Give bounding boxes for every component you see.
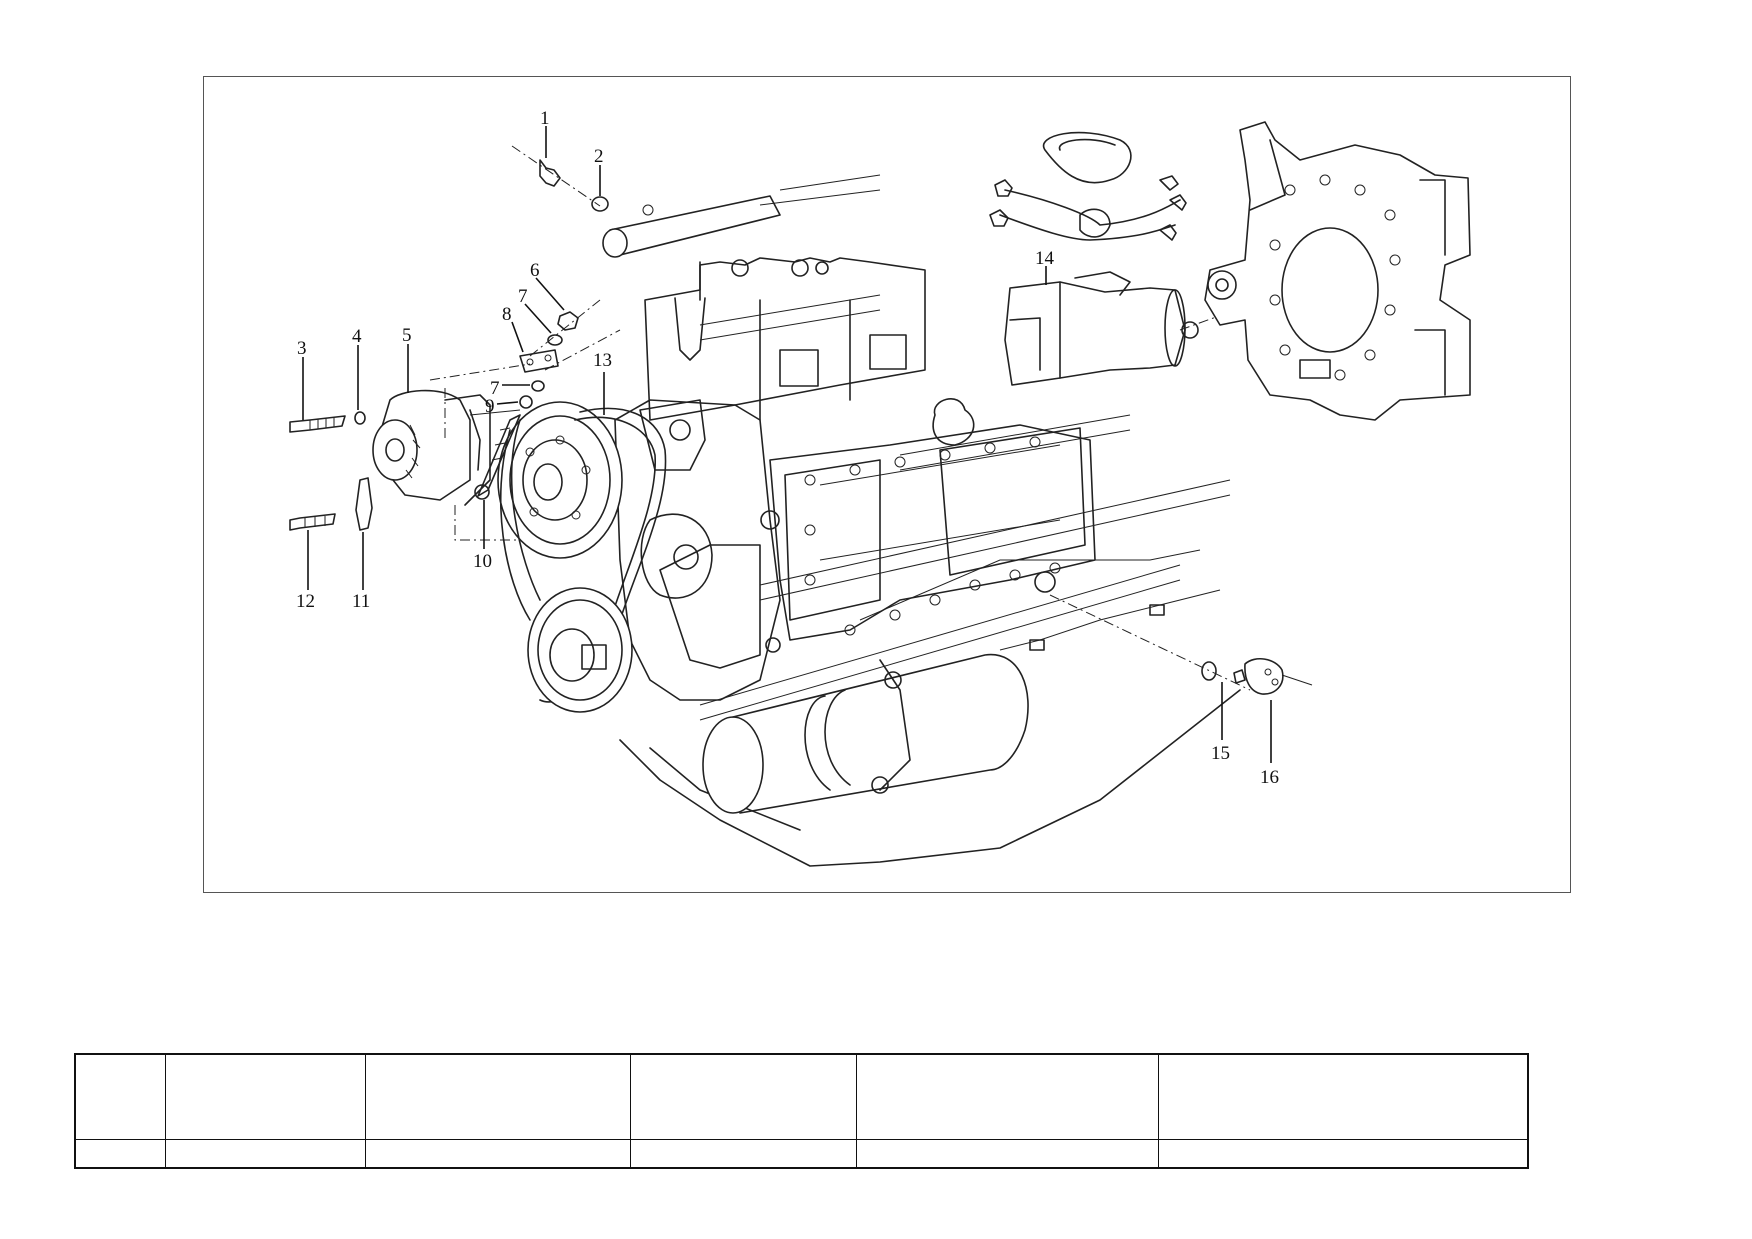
table-header-cell	[164, 1053, 366, 1140]
table-row	[74, 1139, 1529, 1169]
callout-1: 1	[540, 108, 550, 129]
oil-filter	[702, 653, 1029, 814]
callout-4: 4	[352, 326, 362, 347]
callout-11: 11	[352, 591, 370, 612]
callout-8: 8	[502, 304, 512, 325]
table-cell	[629, 1139, 857, 1169]
starter-motor	[989, 131, 1231, 386]
diagram-frame	[203, 76, 1571, 893]
table-header-cell	[364, 1053, 631, 1140]
callout-14: 14	[1035, 248, 1055, 269]
flywheel-housing	[1204, 121, 1471, 421]
callout-10: 10	[473, 551, 492, 572]
leader-lines	[302, 126, 1272, 763]
table-header-cell	[855, 1053, 1159, 1140]
table-cell	[855, 1139, 1159, 1169]
callout-3: 3	[297, 338, 307, 359]
wiring-harness	[859, 549, 1221, 651]
alternator-assembly	[289, 299, 621, 541]
callout-7-upper: 7	[518, 286, 528, 307]
pulley-belt-assembly	[497, 399, 713, 713]
callout-15: 15	[1211, 743, 1230, 764]
callout-16: 16	[1260, 767, 1279, 788]
callout-5: 5	[402, 325, 412, 346]
table-header-row	[74, 1053, 1529, 1140]
table-header-cell	[629, 1053, 857, 1140]
table-header-cell	[1157, 1053, 1529, 1140]
fuel-rail-assembly	[511, 145, 781, 258]
callout-2: 2	[594, 146, 604, 167]
table-header-cell	[74, 1053, 166, 1140]
callout-labels: 1 2 3 4 5 6 7 7 8 9 10 11 12 13 14 15 16	[296, 108, 1279, 788]
callout-6: 6	[530, 260, 540, 281]
table-cell	[364, 1139, 631, 1169]
engine-block	[614, 174, 1241, 867]
callout-13: 13	[593, 350, 612, 371]
callout-12: 12	[296, 591, 315, 612]
pressure-switch-assembly	[1049, 594, 1313, 695]
table-cell	[74, 1139, 166, 1169]
parts-table	[74, 1053, 1529, 1169]
table-cell	[164, 1139, 366, 1169]
callout-7-lower: 7	[490, 378, 500, 399]
table-cell	[1157, 1139, 1529, 1169]
callout-9: 9	[485, 396, 495, 417]
engine-exploded-diagram: 1 2 3 4 5 6 7 7 8 9 10 11 12 13 14 15 16	[289, 108, 1471, 867]
